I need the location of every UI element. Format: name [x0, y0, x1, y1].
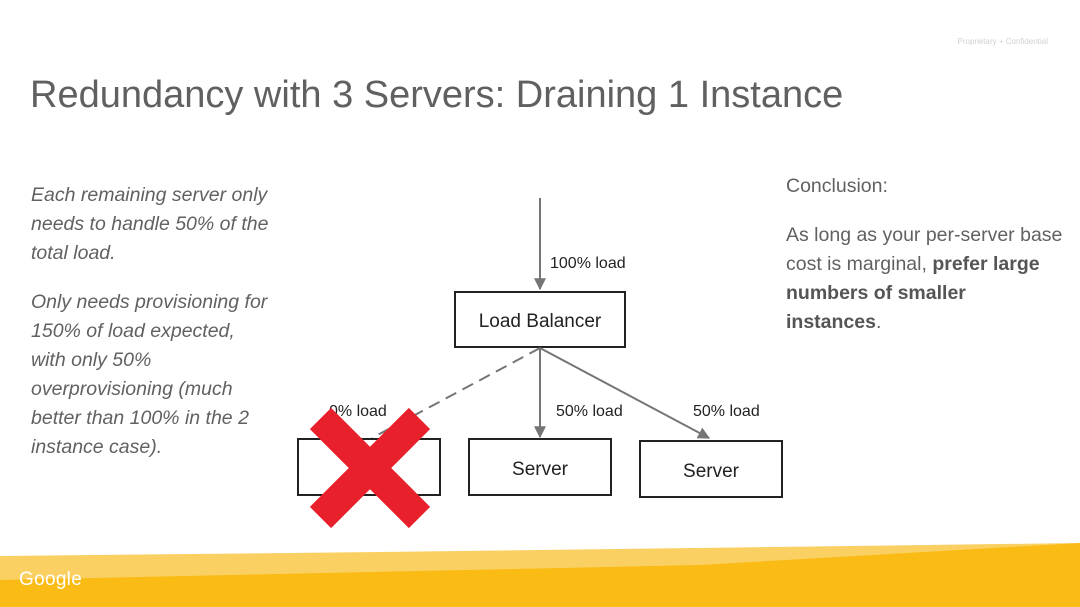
server-box-center [468, 438, 612, 496]
conclusion-body-suffix: . [875, 311, 882, 333]
edge-label-center: 50% load [556, 403, 623, 420]
edge-label-drained: 0% load [329, 403, 387, 420]
edge-label-right: 50% load [693, 403, 760, 420]
drained-x-icon [309, 407, 431, 529]
load-balancer-label: Load Balancer [479, 311, 602, 332]
left-text-column: Each remaining server only needs to hand… [31, 181, 271, 482]
footer-band-dark [0, 543, 1080, 607]
server-label-right: Server [683, 461, 740, 482]
slide-title: Redundancy with 3 Servers: Draining 1 In… [30, 74, 844, 116]
edge-right [539, 347, 711, 439]
input-load-label: 100% load [550, 255, 626, 272]
conclusion-body-bold: prefer large numbers of smaller instance… [786, 253, 1040, 333]
server-box-right [639, 440, 783, 498]
left-paragraph-2: Only needs provisioning for 150% of load… [31, 291, 268, 458]
google-logo: Google [19, 569, 83, 590]
conclusion-body: As long as your per-server base cost is … [786, 221, 1066, 337]
load-balancer-box [454, 291, 626, 348]
confidential-label: Proprietary + Confidential [957, 37, 1049, 46]
conclusion-heading: Conclusion: [786, 175, 888, 197]
conclusion-body-prefix: As long as your per-server base cost is … [786, 224, 1063, 275]
server-label-center: Server [512, 459, 569, 480]
conclusion-column: Conclusion: As long as your per-server b… [786, 172, 1066, 357]
left-paragraph-1: Each remaining server only needs to hand… [31, 184, 269, 264]
